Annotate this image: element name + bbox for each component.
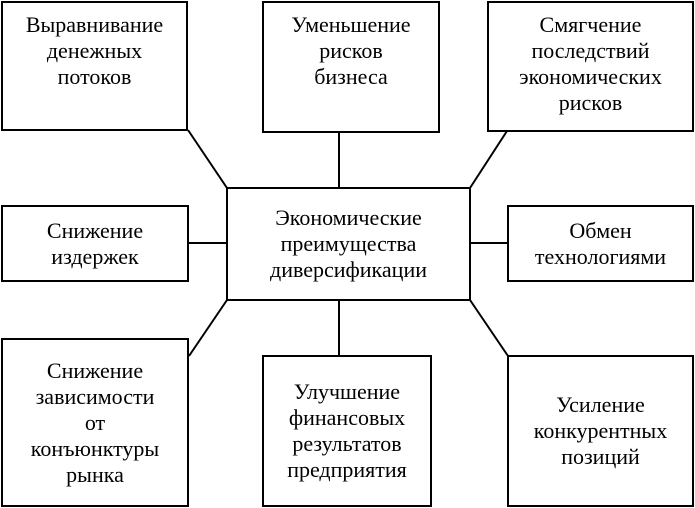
connector-bottom-left [188, 299, 228, 357]
node-business-risk-label: Уменьшение рисков бизнеса [291, 12, 411, 89]
node-financial-results: Улучшение финансовых результатов предпри… [262, 355, 432, 507]
center-node-label: Экономические преимущества диверсификаци… [270, 205, 427, 282]
connector-bottom-right [469, 299, 509, 357]
node-technology-exchange-label: Обмен технологиями [534, 217, 667, 269]
node-economic-risk-label: Смягчение последствий экономических риск… [519, 12, 662, 115]
node-market-dependence: Снижение зависимости от конъюнктуры рынк… [1, 338, 189, 507]
center-node: Экономические преимущества диверсификаци… [226, 187, 471, 301]
node-financial-results-label: Улучшение финансовых результатов предпри… [287, 379, 407, 482]
node-cash-flow: Выравнивание денежных потоков [1, 1, 188, 131]
connector-top-left [187, 129, 228, 189]
node-business-risk: Уменьшение рисков бизнеса [262, 1, 440, 133]
node-cost-reduction: Снижение издержек [1, 205, 189, 282]
node-competitive-positions-label: Усиление конкурентных позиций [533, 392, 668, 469]
node-cash-flow-label: Выравнивание денежных потоков [25, 12, 164, 89]
node-technology-exchange: Обмен технологиями [507, 205, 694, 282]
node-market-dependence-label: Снижение зависимости от конъюнктуры рынк… [30, 357, 160, 487]
node-competitive-positions: Усиление конкурентных позиций [507, 355, 694, 507]
node-cost-reduction-label: Снижение издержек [46, 217, 144, 269]
node-economic-risk: Смягчение последствий экономических риск… [487, 1, 694, 132]
connector-top-right [469, 130, 508, 189]
